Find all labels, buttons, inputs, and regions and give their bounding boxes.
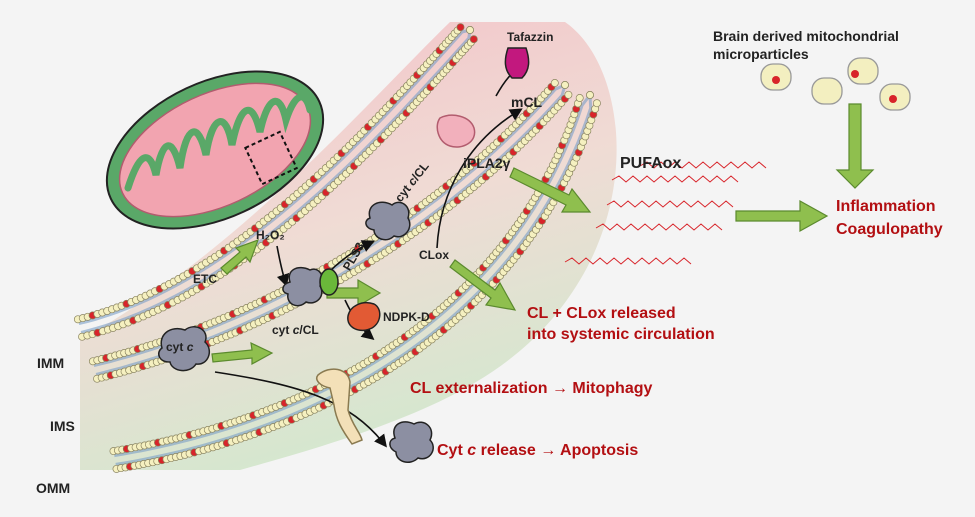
- pufaox-chain: [564, 257, 692, 265]
- brain-mp-label-2: microparticles: [713, 46, 809, 62]
- ims-label: IMS: [50, 418, 75, 434]
- imm-label: IMM: [37, 355, 65, 371]
- pufaox-chain: [611, 175, 739, 183]
- ipla2-to-pufa-arrow: [509, 167, 592, 213]
- cytc-label: cyt c: [166, 340, 194, 354]
- tafazzin-icon: [504, 47, 530, 79]
- mcl-label: mCL: [511, 94, 543, 110]
- pufa-to-inflammation-arrow: [735, 199, 829, 233]
- etc-label: ETC: [193, 272, 217, 286]
- etc-arrow: [220, 238, 260, 275]
- released-cyt-c-icon: [389, 421, 434, 463]
- ndpkd-label: NDPK-D: [383, 310, 430, 324]
- cytc-to-cl-arrow: [211, 341, 274, 366]
- pufaox-chain: [639, 161, 767, 169]
- cytc-release-label: Cyt c release → Apoptosis: [437, 442, 639, 459]
- microparticles: [760, 57, 911, 111]
- h2o2-arrow: [276, 245, 290, 288]
- h2o2-label: H₂O₂: [256, 228, 285, 242]
- cyt-c-protein-icon: [157, 326, 211, 372]
- clox-to-mcl-arrow: [436, 108, 523, 249]
- clox-label: CLox: [419, 248, 449, 262]
- pls3-icon: [319, 268, 339, 296]
- pls3-arrow: [326, 278, 382, 308]
- cyt-c-cl-protein-top: [365, 201, 411, 241]
- inner-membrane-outer-leaflet: [73, 23, 478, 341]
- cyt-c-cl-protein-mid: [282, 266, 323, 307]
- cl-externalization-label: CL externalization → Mitophagy: [410, 380, 653, 397]
- pufaox-chain: [595, 223, 723, 231]
- pore-protein-icon: [316, 368, 363, 445]
- coagulopathy-label: Coagulopathy: [836, 221, 943, 238]
- release-arrow: [449, 259, 517, 311]
- mitochondrion-icon: [105, 70, 325, 230]
- green-arrows: [211, 103, 875, 366]
- microparticle-arrow: [835, 103, 875, 189]
- brain-mp-label-1: Brain derived mitochondrial: [713, 28, 899, 44]
- pufaox-structure-icon: [564, 161, 767, 265]
- cl-release-label-2: into systemic circulation: [527, 326, 715, 343]
- ipla2-label: iPLA2γ: [463, 155, 511, 171]
- ipla2-icon: [436, 114, 476, 148]
- cl-release-label-1: CL + CLox released: [527, 305, 676, 322]
- omm-label: OMM: [36, 480, 71, 496]
- cytc-release-arrow: [214, 371, 387, 448]
- ndpk-d-icon: [347, 302, 381, 332]
- pufaox-chain: [606, 200, 734, 208]
- microparticle-icon: [811, 77, 843, 105]
- cyt-cl-label: cyt c/CL: [272, 323, 319, 337]
- inflammation-label: Inflammation: [836, 198, 936, 215]
- tafazzin-label: Tafazzin: [507, 30, 554, 44]
- pufaox-label: PUFAox: [620, 155, 682, 172]
